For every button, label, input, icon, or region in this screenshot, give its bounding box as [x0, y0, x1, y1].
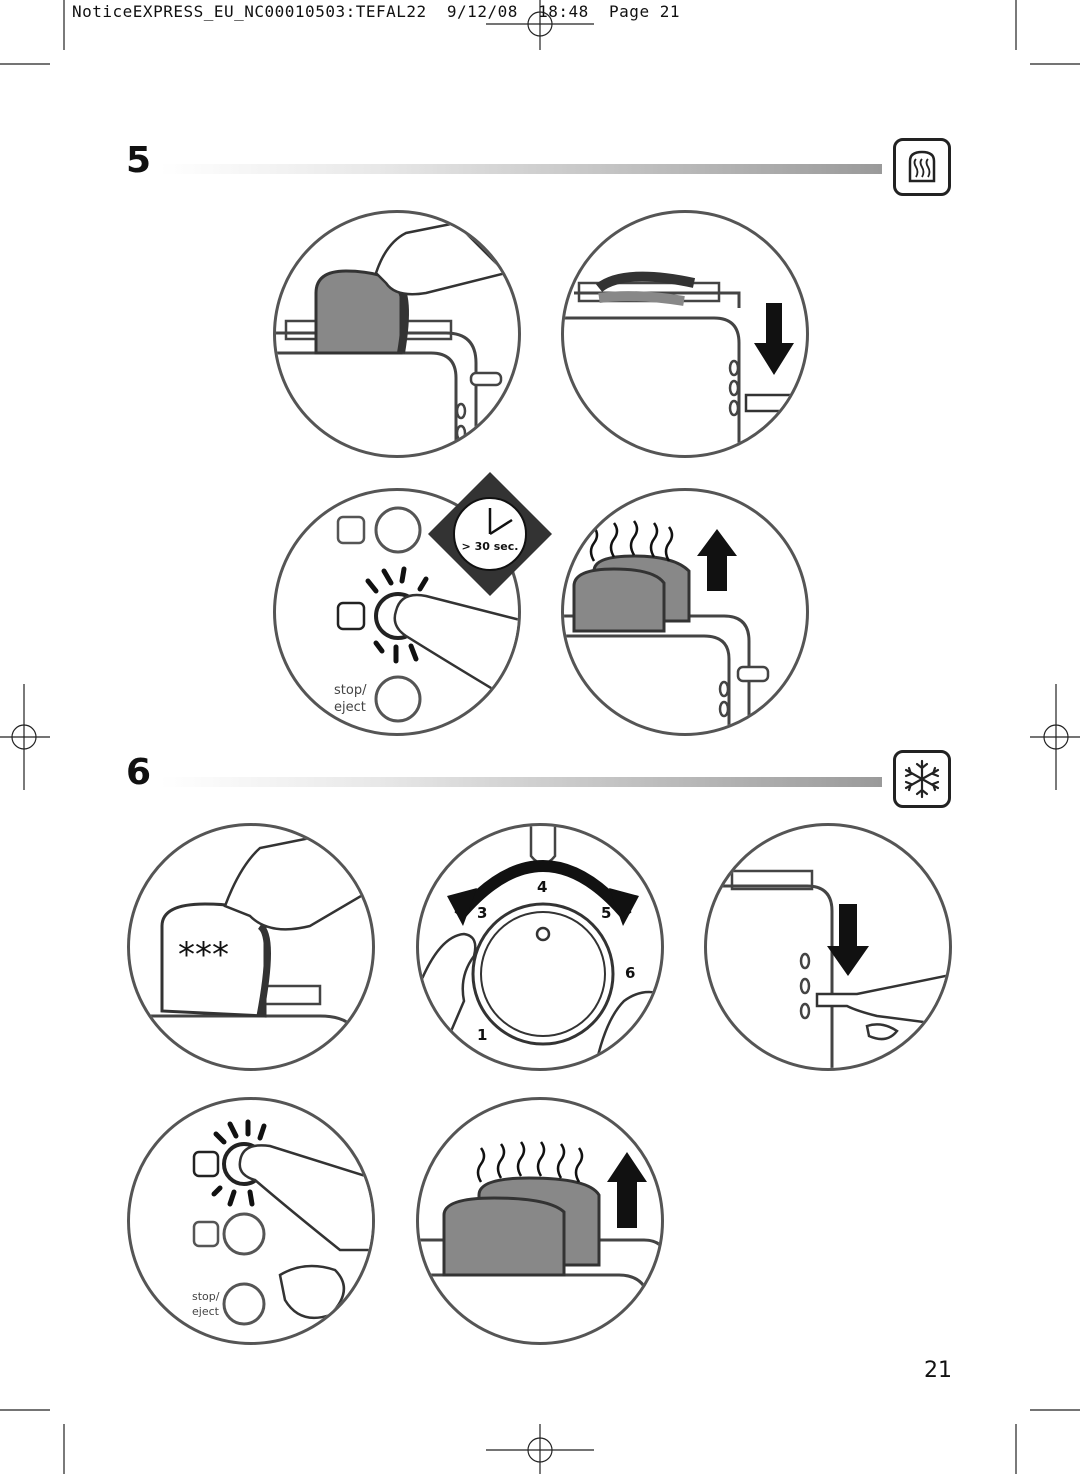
print-header: NoticeEXPRESS_EU_NC00010503:TEFAL22 9/12…	[72, 2, 680, 21]
stop-label: stop/	[334, 683, 367, 698]
timer-badge: > 30 sec.	[428, 472, 552, 596]
timer-text: > 30 sec.	[462, 540, 519, 553]
eject-label: eject	[334, 700, 366, 715]
section-divider	[160, 777, 882, 787]
section-number: 5	[126, 140, 152, 181]
step-set-dial: 4 3 5 6 1	[416, 823, 664, 1071]
dial-mark-1: 1	[477, 1026, 487, 1044]
step-toast-eject	[561, 488, 809, 736]
stop-label: stop/	[192, 1290, 220, 1303]
section-number: 6	[126, 752, 152, 793]
step-lower-lever	[561, 210, 809, 458]
step-insert-bread	[273, 210, 521, 458]
step-lower-lever-frozen	[704, 823, 952, 1071]
page-number: 21	[924, 1358, 952, 1383]
dial-mark-3: 3	[477, 904, 487, 922]
frozen-stars: ***	[178, 935, 229, 975]
step-press-defrost: stop/ eject	[127, 1097, 375, 1345]
section-divider	[160, 164, 882, 174]
step-toast-eject-frozen	[416, 1097, 664, 1345]
toast-icon	[893, 138, 951, 196]
snowflake-icon	[893, 750, 951, 808]
dial-mark-4: 4	[537, 878, 547, 896]
dial-mark-5: 5	[601, 904, 611, 922]
step-insert-frozen-bread: ***	[127, 823, 375, 1071]
eject-label: eject	[192, 1305, 220, 1318]
dial-mark-6: 6	[625, 964, 635, 982]
